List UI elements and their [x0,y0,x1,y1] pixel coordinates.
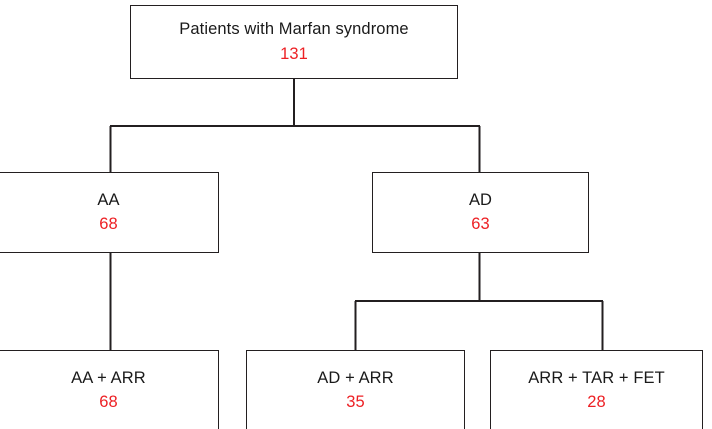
node-ad-plus-arr: AD + ARR 35 [246,350,465,429]
node-patients-with-marfan-syndrome: Patients with Marfan syndrome 131 [130,5,458,79]
node-label: ARR + TAR + FET [528,368,665,387]
node-count: 28 [587,393,606,411]
node-aa: AA 68 [0,172,219,253]
node-label: Patients with Marfan syndrome [179,20,409,39]
node-label: AA + ARR [71,368,146,387]
node-aa-plus-arr: AA + ARR 68 [0,350,219,429]
node-count: 35 [346,393,365,411]
node-count: 131 [280,44,308,63]
node-label: AD + ARR [317,368,394,387]
node-label: AA [97,190,120,209]
node-label: AD [468,190,493,209]
node-count: 63 [471,215,490,233]
node-arr-plus-tar-plus-fet: ARR + TAR + FET 28 [490,350,703,429]
node-count: 68 [99,215,118,233]
node-ad: AD 63 [372,172,589,253]
node-count: 68 [99,393,118,411]
